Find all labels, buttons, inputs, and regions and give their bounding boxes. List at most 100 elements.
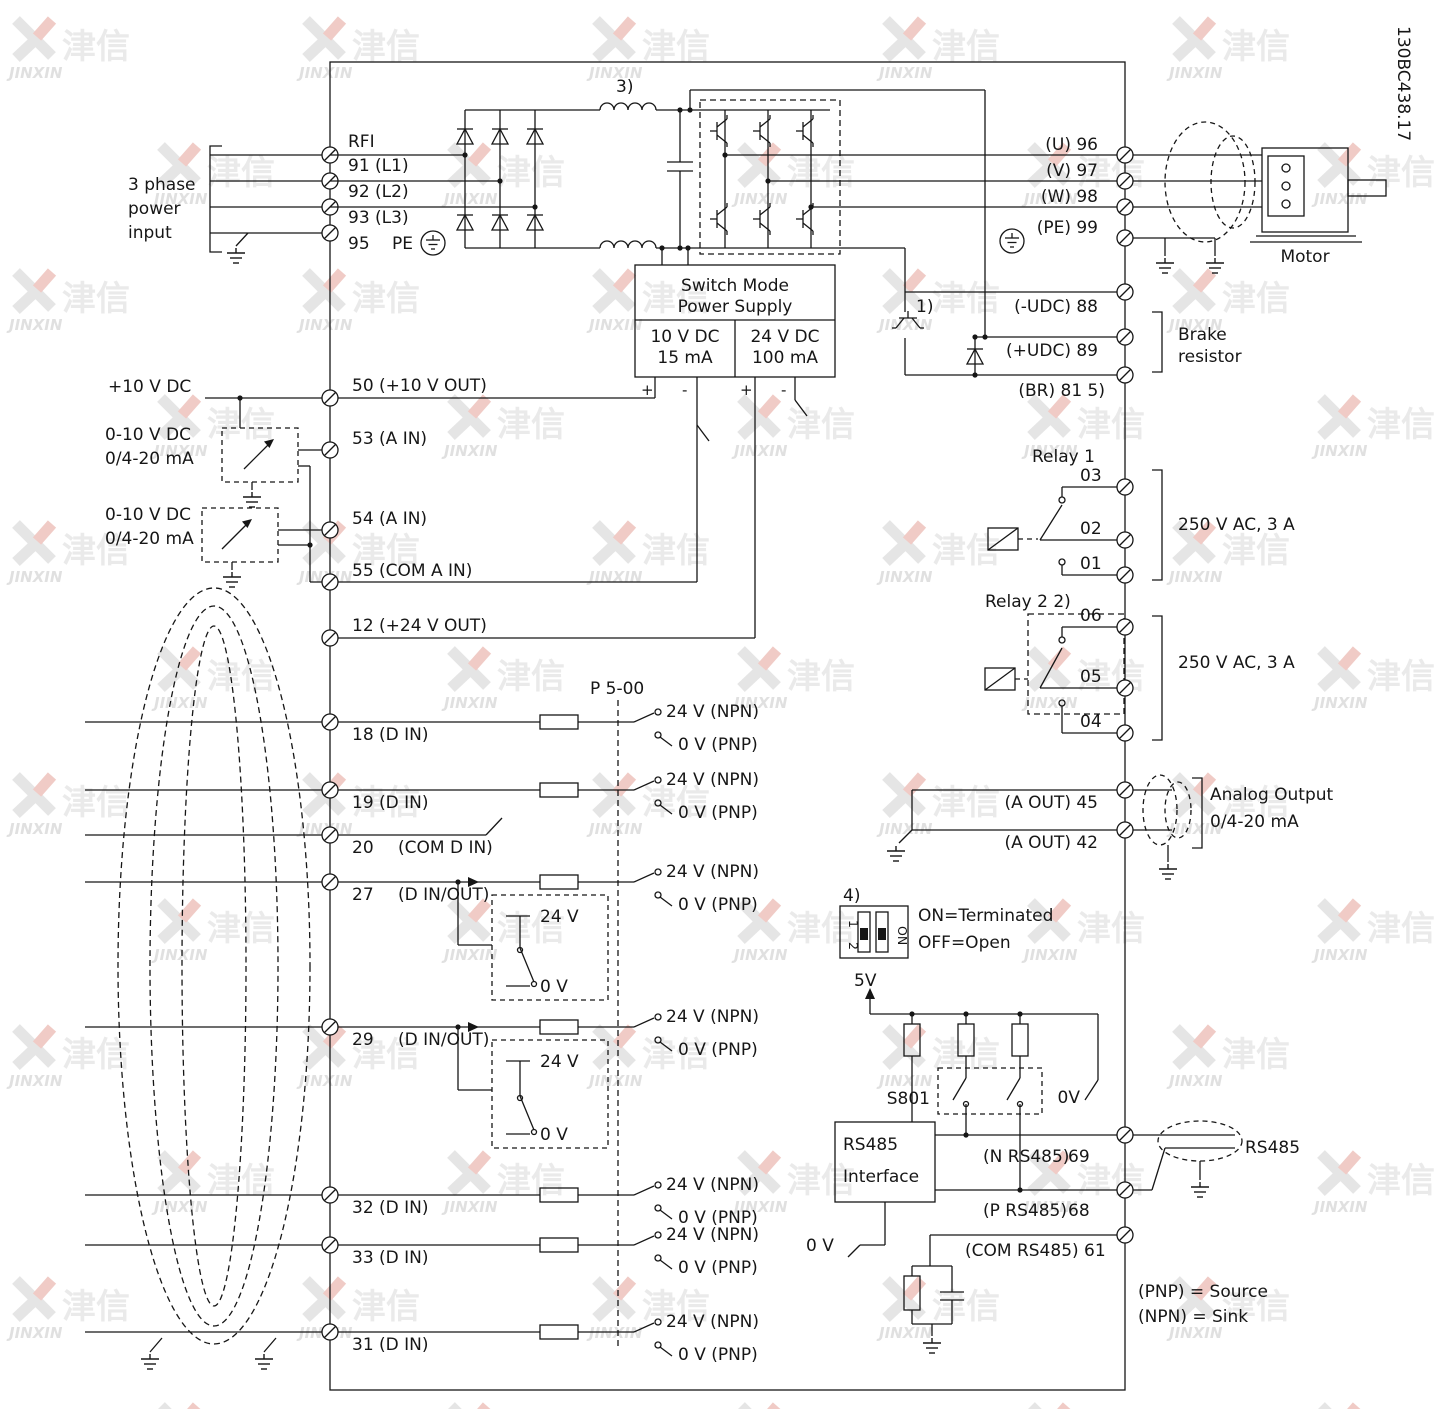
- relay2-bracket: [1152, 615, 1163, 741]
- label-n-rs485: (N RS485): [983, 1147, 1069, 1167]
- dc-choke-top: [599, 102, 657, 111]
- terminal-95: [321, 224, 339, 242]
- terminal-04: [1116, 724, 1134, 742]
- dc-link: 3): [465, 77, 986, 337]
- label-npn: 24 V (NPN): [666, 862, 759, 882]
- motor-cable-shield: [1164, 121, 1246, 243]
- label-npn: 24 V (NPN): [666, 770, 759, 790]
- diagram-root: 3 phase power input RFI 91 (L1) 92 (L2) …: [85, 26, 1413, 1391]
- brake-bracket: [1152, 311, 1163, 373]
- label-01: 01: [1080, 554, 1102, 574]
- label-69: 69: [1068, 1147, 1090, 1167]
- smps-minus-2: -: [781, 381, 786, 399]
- 5v-arrow-icon: [865, 988, 875, 999]
- label-terminal-50: 50 (+10 V OUT): [352, 376, 487, 396]
- label-analog-output-1: Analog Output: [1210, 785, 1334, 805]
- label-com-rs485: (COM RS485) 61: [965, 1241, 1106, 1261]
- terminal-96: [1116, 146, 1134, 164]
- label-w98: (W) 98: [1041, 187, 1098, 207]
- label-udc-neg: (-UDC) 88: [1014, 297, 1098, 317]
- smps-10v: 10 V DC: [650, 327, 719, 347]
- smps-24v: 24 V DC: [750, 327, 819, 347]
- aout-shield: [1142, 774, 1178, 846]
- label-terminal-54: 54 (A IN): [352, 509, 427, 529]
- label-aout45: (A OUT) 45: [1004, 793, 1098, 813]
- label-p500: P 5-00: [590, 679, 644, 699]
- label-npn: 24 V (NPN): [666, 702, 759, 722]
- footnote-3: 3): [616, 77, 633, 97]
- terminal-88: [1116, 283, 1134, 301]
- label-rs485-box-2: Interface: [843, 1167, 919, 1187]
- analog-input-section: +10 V DC 50 (+10 V OUT) 0-10 V DC 0/4-20…: [105, 376, 697, 591]
- smps-15ma: 15 mA: [657, 348, 713, 368]
- label-0v-term: 0V: [1058, 1088, 1081, 1108]
- label-terminal-19: 19 (D IN): [352, 793, 429, 813]
- power-input-section: 3 phase power input RFI 91 (L1) 92 (L2) …: [128, 132, 446, 264]
- label-brake-2: resistor: [1178, 347, 1242, 367]
- smps-title-2: Power Supply: [678, 297, 793, 317]
- smps-title-1: Switch Mode: [681, 276, 789, 296]
- digital-input-31: 31 (D IN) 24 V (NPN) 0 V (PNP): [85, 1312, 759, 1365]
- label-terminal-12: 12 (+24 V OUT): [352, 616, 487, 636]
- label-rs485-cable: RS485: [1245, 1138, 1300, 1158]
- label-motor: Motor: [1280, 247, 1329, 267]
- label-relay2-rating: 250 V AC, 3 A: [1178, 653, 1295, 673]
- dip-label-1: 1: [846, 920, 861, 928]
- terminal-03: [1116, 478, 1134, 496]
- label-ain1-v: 0-10 V DC: [105, 425, 191, 445]
- label-udc-pos: (+UDC) 89: [1006, 341, 1098, 361]
- label-brake-1: Brake: [1178, 325, 1227, 345]
- terminal-32: [321, 1186, 339, 1204]
- label-rs485-box-1: RS485: [843, 1135, 898, 1155]
- digital-input-29: 29 (D IN/OUT) 24 V (NPN) 0 V (PNP) 24 V …: [85, 1007, 759, 1149]
- label-u96: (U) 96: [1045, 135, 1098, 155]
- terminal-19: [321, 781, 339, 799]
- 24v-out: 12 (+24 V OUT) P 5-00: [321, 616, 755, 1348]
- smps-100ma: 100 mA: [752, 348, 818, 368]
- label-analog-output-2: 0/4-20 mA: [1210, 812, 1299, 832]
- label-0v-rs485: 0 V: [806, 1236, 834, 1256]
- label-rfi: RFI: [348, 132, 375, 152]
- label-3phase-2: power: [128, 199, 181, 219]
- rs485-section: RS485 Interface (N RS485) 69 (P RS485) 6…: [806, 1120, 1300, 1354]
- terminal-20: [321, 826, 339, 844]
- label-terminal-20: 20: [352, 838, 374, 858]
- label-v97: (V) 97: [1046, 161, 1098, 181]
- rs485-cable-shield: [1157, 1120, 1243, 1162]
- control-cable-bundle: [117, 587, 311, 1370]
- label-p-rs485: (P RS485): [983, 1201, 1067, 1221]
- terminal-61: [1116, 1226, 1134, 1244]
- dc-choke-bottom: [599, 240, 657, 249]
- label-pe: PE: [392, 234, 413, 254]
- terminal-01: [1116, 566, 1134, 584]
- terminal-98: [1116, 198, 1134, 216]
- terminal-12: [321, 629, 339, 647]
- dip-label-2: 2: [846, 942, 861, 950]
- termination-switch: 4) 1 2 ON ON=Terminated OFF=Open: [839, 886, 1053, 959]
- label-terminal-55: 55 (COM A IN): [352, 561, 472, 581]
- terminal-05: [1116, 679, 1134, 697]
- label-03: 03: [1080, 466, 1102, 486]
- doc-number: 130BC438.17: [1393, 26, 1413, 141]
- s801-network: 5V S801 0V: [854, 971, 1099, 1190]
- motor-icon: [1250, 147, 1387, 243]
- label-ain2-i: 0/4-20 mA: [105, 529, 194, 549]
- label-terminal-27: 27: [352, 885, 374, 905]
- label-npn: 24 V (NPN): [666, 1312, 759, 1332]
- label-br81: (BR) 81 5): [1018, 381, 1105, 401]
- footnote-4: 4): [843, 886, 860, 906]
- label-terminal-95: 95: [348, 234, 370, 254]
- label-terminal-18: 18 (D IN): [352, 725, 429, 745]
- label-relay1-rating: 250 V AC, 3 A: [1178, 515, 1295, 535]
- label-relay1: Relay 1: [1032, 447, 1095, 467]
- terminal-53: [321, 441, 339, 459]
- label-ain2-v: 0-10 V DC: [105, 505, 191, 525]
- terminal-29: [321, 1018, 339, 1036]
- label-04: 04: [1080, 712, 1102, 732]
- label-terminal-53: 53 (A IN): [352, 429, 427, 449]
- terminal-27: [321, 873, 339, 891]
- dip-label-on: ON: [895, 926, 910, 945]
